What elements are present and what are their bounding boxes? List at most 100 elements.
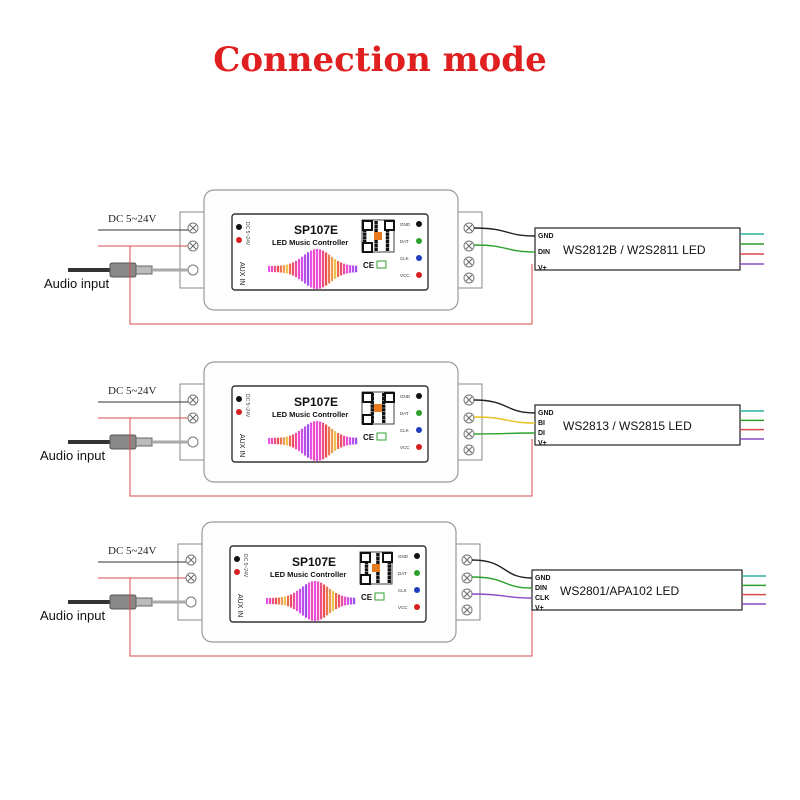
right-screw-3-cross <box>465 258 473 266</box>
panel-pin-dot <box>416 393 422 399</box>
qr-module <box>374 228 378 232</box>
left-screw-1-cross <box>189 224 197 232</box>
qr-module <box>385 243 390 248</box>
strip-pin-label: DIN <box>538 249 550 256</box>
qr-module <box>387 575 391 580</box>
waveform-bar <box>340 262 343 276</box>
waveform-bar <box>322 250 325 288</box>
strip-pin-label: GND <box>538 410 554 417</box>
audio-input-label: Audio input <box>40 448 105 463</box>
audio-plug-sleeve <box>135 437 153 447</box>
controller-subtitle: LED Music Controller <box>272 238 348 247</box>
waveform-bar <box>296 590 299 612</box>
qr-module <box>376 553 380 557</box>
qr-module <box>376 560 380 564</box>
qr-finder <box>384 220 395 231</box>
waveform-bar <box>325 424 328 458</box>
qr-module <box>364 564 369 568</box>
qr-finder <box>382 552 393 563</box>
waveform-bar <box>319 421 322 461</box>
waveform-bar <box>292 434 295 448</box>
waveform-bar <box>317 581 320 621</box>
qr-module <box>385 247 390 251</box>
output-wire <box>471 559 533 579</box>
waveform-bar <box>334 431 337 451</box>
panel-pin-label: CLK <box>400 428 409 433</box>
waveform-bar <box>326 586 329 616</box>
output-wire <box>471 576 533 589</box>
waveform-bar <box>298 258 301 280</box>
controller-model: SP107E <box>294 223 338 237</box>
qr-module <box>370 404 374 408</box>
dc-input-label: DC 5~24V <box>108 545 156 557</box>
waveform-bar <box>331 428 334 454</box>
panel-pin-label: DAT <box>400 411 409 416</box>
led-strip <box>531 569 743 611</box>
power-dot-black <box>234 556 240 562</box>
qr-module <box>376 572 380 576</box>
supply-loop-wire <box>129 578 533 657</box>
strip-pin-label: DIN <box>535 585 547 592</box>
qr-module <box>376 579 380 583</box>
panel-aux-label: AUX IN <box>238 434 245 457</box>
right-screw-2-cross <box>465 242 473 250</box>
output-wire <box>473 227 536 237</box>
waveform-bar <box>328 426 331 456</box>
right-screw-1-cross <box>463 556 471 564</box>
waveform-bar <box>353 597 356 605</box>
waveform-bar <box>346 264 349 274</box>
power-dot-black <box>236 224 242 230</box>
qr-logo <box>372 564 380 572</box>
waveform-bar <box>272 597 275 605</box>
qr-module <box>382 415 386 420</box>
waveform-bar <box>311 581 314 621</box>
waveform-bar <box>298 430 301 452</box>
qr-module <box>385 232 390 236</box>
waveform-bar <box>284 596 287 606</box>
panel-dc-label: DC 5~24V <box>244 394 250 418</box>
audio-plug-body <box>109 434 137 450</box>
qr-finder <box>362 242 373 253</box>
audio-plug-body <box>109 262 137 278</box>
waveform-bar <box>268 265 271 273</box>
audio-jack-socket <box>185 596 197 608</box>
panel-dc-label: DC 5~24V <box>242 554 248 578</box>
panel-pin-label: DAT <box>400 239 409 244</box>
dc-input-label: DC 5~24V <box>108 213 156 225</box>
qr-finder <box>360 552 371 563</box>
panel-pin-dot <box>414 604 420 610</box>
waveform-bar <box>322 422 325 460</box>
qr-module <box>382 412 386 416</box>
qr-module <box>387 572 391 576</box>
power-dot-red <box>236 409 242 415</box>
qr-module <box>363 236 367 240</box>
audio-input-label: Audio input <box>40 608 105 623</box>
panel-aux-label: AUX IN <box>236 594 243 617</box>
output-wire <box>473 399 536 414</box>
output-wire <box>473 416 536 424</box>
waveform-bar <box>299 588 302 614</box>
qr-logo <box>374 404 382 412</box>
waveform-bar <box>343 263 346 275</box>
waveform-bar <box>307 252 310 286</box>
waveform-bar <box>293 592 296 610</box>
waveform-bar <box>332 591 335 611</box>
waveform-bar <box>325 252 328 286</box>
audio-plug-sleeve <box>135 597 153 607</box>
strip-pin-label: V+ <box>538 265 547 272</box>
right-screw-3-cross <box>465 430 473 438</box>
waveform-bar <box>349 437 352 445</box>
waveform-bar <box>337 432 340 450</box>
panel-dc-label: DC 5~24V <box>244 222 250 246</box>
strip-pin-label: DI <box>538 430 545 437</box>
qr-finder <box>384 392 395 403</box>
qr-module <box>382 400 386 404</box>
left-screw-2-cross <box>187 574 195 582</box>
waveform-bar <box>320 582 323 620</box>
qr-module <box>364 572 369 576</box>
controller-model: SP107E <box>292 555 336 569</box>
waveform-bar <box>280 265 283 273</box>
